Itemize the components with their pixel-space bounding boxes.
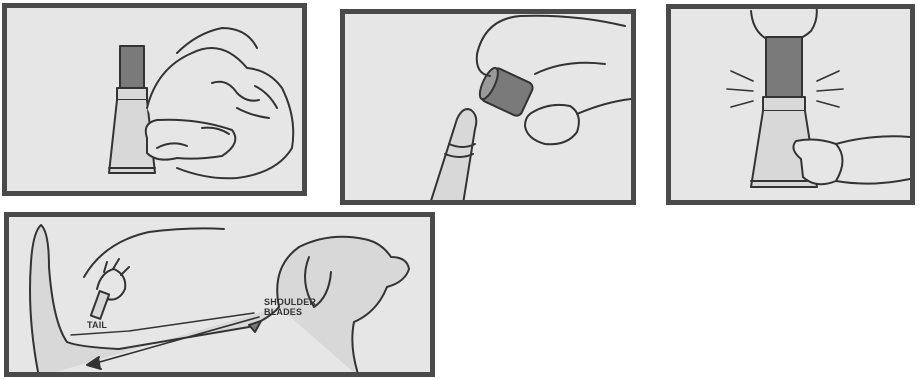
break-seal-illustration [671, 9, 910, 200]
shoulder-blades-label: SHOULDER BLADES [264, 297, 316, 317]
tail-label: TAIL [87, 320, 107, 330]
apply-on-dog-illustration [9, 217, 430, 372]
step-4-panel: TAIL SHOULDER BLADES [4, 212, 435, 377]
remove-cap-illustration [345, 14, 631, 200]
finger-top [477, 16, 625, 54]
tube-collar [117, 88, 147, 100]
shoulder-label-line-2: BLADES [264, 307, 316, 317]
tube-cap [766, 37, 802, 99]
finger-bottom [525, 105, 579, 144]
tube-cap [120, 46, 144, 88]
shoulder-label-line-1: SHOULDER [264, 297, 316, 307]
hold-tube-illustration [7, 8, 302, 191]
removed-cap [476, 65, 535, 118]
step-1-panel [2, 3, 307, 196]
step-3-panel [666, 4, 915, 205]
dog-tail-and-back [30, 225, 279, 372]
applicator-tube [91, 291, 109, 319]
step-2-panel [340, 9, 636, 205]
